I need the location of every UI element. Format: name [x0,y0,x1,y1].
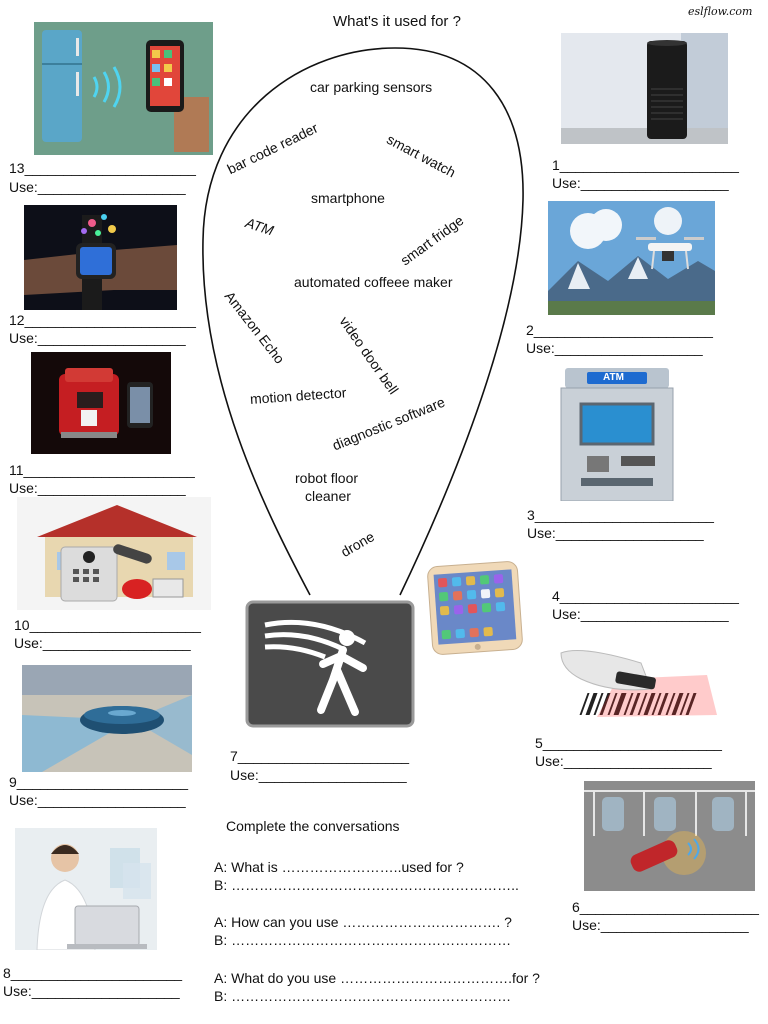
motion-detector-icon [245,600,415,728]
conversation-1-question[interactable]: A: What is ……………………..used for ? [214,859,464,875]
item-6-use-line[interactable]: Use:___________________ [572,917,749,933]
item-10-use-line[interactable]: Use:___________________ [14,635,191,651]
video-door-bell-icon [37,505,197,602]
page-title: What's it used for ? [333,13,461,30]
conversation-1-answer[interactable]: B: …………………………………………………….. [214,877,519,893]
parking-sensors-icon [584,781,755,891]
item-10-answer-line[interactable]: 10______________________ [14,617,201,633]
speech-balloon [202,47,524,596]
item-1-answer-line[interactable]: 1_______________________ [552,157,739,173]
smart-fridge-image [34,22,213,155]
item-3-use-line[interactable]: Use:___________________ [527,525,704,541]
video-door-bell-image [17,497,211,610]
item-11-answer-line[interactable]: 11______________________ [9,462,195,478]
item-6-answer-line[interactable]: 6_______________________ [572,899,759,915]
motion-detector-image [245,600,415,728]
conversation-2-question[interactable]: A: How can you use ……………………………. ? [214,914,512,930]
word-car-parking-sensors: car parking sensors [310,79,433,95]
atm-sign-label: ATM [603,372,624,383]
coffee-maker-image [31,352,171,454]
drone-icon [548,207,715,315]
item-7-answer-line[interactable]: 7______________________ [230,748,410,764]
conversations-title: Complete the conversations [226,818,400,834]
word-automated-coffee-maker: automated coffeee maker [294,274,453,290]
item-7-use-line[interactable]: Use:___________________ [230,767,407,783]
atm-image: ATM [551,368,684,501]
word-robot-floor: robot floor [295,470,359,486]
item-9-use-line[interactable]: Use:___________________ [9,792,186,808]
amazon-echo-icon [561,33,728,144]
item-4-answer-line[interactable]: 4_______________________ [552,588,739,604]
diagnostic-software-image [15,828,157,950]
amazon-echo-image [561,33,728,144]
item-9-answer-line[interactable]: 9______________________ [9,774,189,790]
robot-cleaner-image [22,665,192,772]
word-cleaner: cleaner [305,488,351,504]
parking-sensors-image [584,781,755,891]
item-12-answer-line[interactable]: 12______________________ [9,312,196,328]
coffee-maker-icon [59,368,153,438]
smartphone-icon [427,561,523,655]
item-1-use-line[interactable]: Use:___________________ [552,175,729,191]
item-2-answer-line[interactable]: 2_______________________ [526,322,713,338]
item-3-answer-line[interactable]: 3_______________________ [527,507,714,523]
item-8-use-line[interactable]: Use:___________________ [3,983,180,999]
item-5-answer-line[interactable]: 5_______________________ [535,735,722,751]
item-4-use-line[interactable]: Use:___________________ [552,606,729,622]
conversation-3-question[interactable]: A: What do you use ……………………………….for ? [214,970,540,986]
brand-watermark: eslflow.com [688,5,753,18]
drone-image [548,201,715,315]
item-13-use-line[interactable]: Use:___________________ [9,179,186,195]
atm-icon [560,368,674,501]
item-11-use-line[interactable]: Use:___________________ [9,480,186,496]
smart-watch-image [24,205,177,310]
smartphone-image [424,560,526,656]
smart-watch-icon [24,214,177,310]
conversation-3-answer[interactable]: B: …………………………………………………… [214,988,512,1004]
item-2-use-line[interactable]: Use:___________________ [526,340,703,356]
word-smartphone: smartphone [311,190,385,206]
robot-cleaner-icon [22,665,192,772]
doctor-laptop-icon [36,844,151,950]
item-8-answer-line[interactable]: 8______________________ [3,965,183,981]
barcode-reader-image [557,645,725,725]
item-13-answer-line[interactable]: 13______________________ [9,160,196,176]
smart-fridge-icon [42,30,209,152]
conversation-2-answer[interactable]: B: …………………………………………………… [214,932,512,948]
barcode-reader-icon [560,650,717,717]
item-5-use-line[interactable]: Use:___________________ [535,753,712,769]
item-12-use-line[interactable]: Use:___________________ [9,330,186,346]
